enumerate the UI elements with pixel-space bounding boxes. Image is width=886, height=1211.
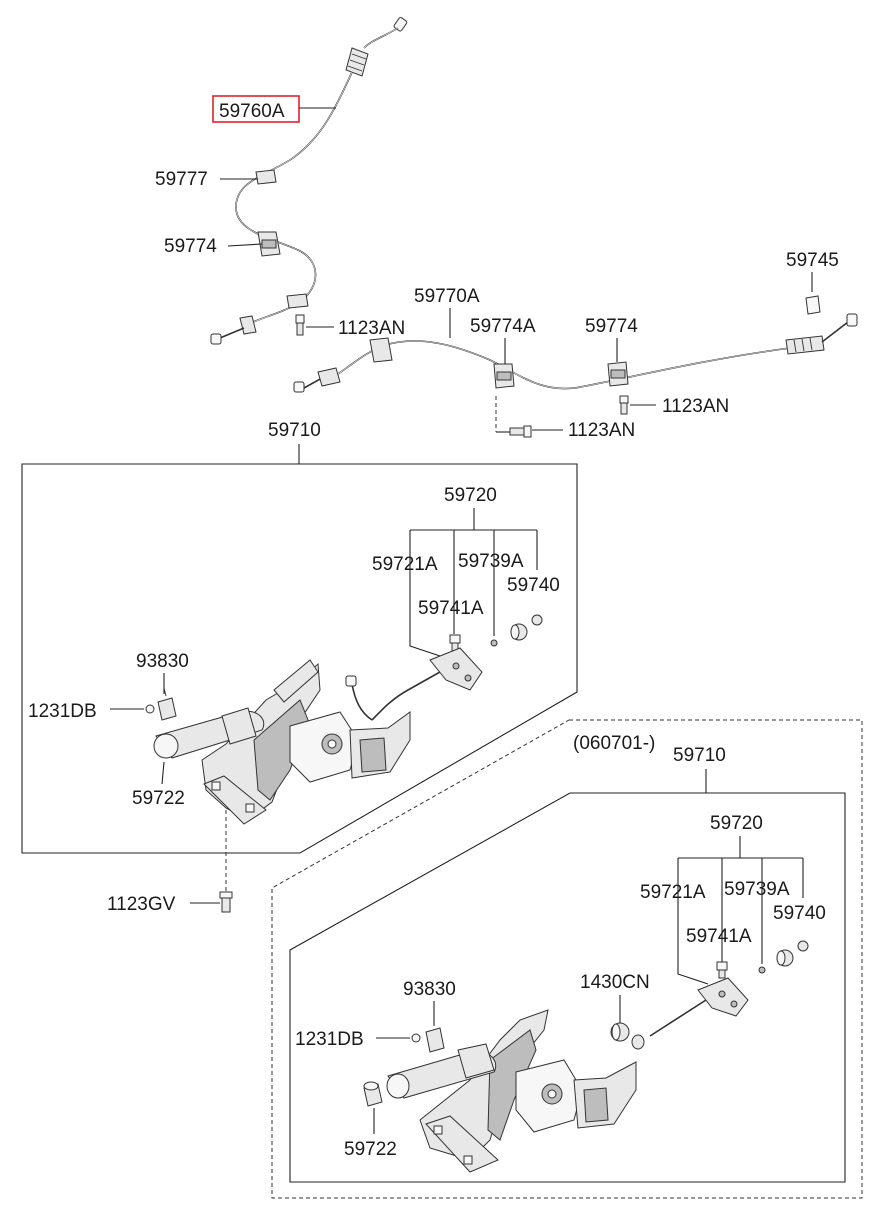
label-59745: 59745 — [786, 250, 839, 271]
svg-text:59720: 59720 — [710, 813, 763, 834]
bolt-1123GV: 1123GV — [107, 810, 233, 915]
bolt-1123AN-lower: 1123AN — [495, 396, 635, 441]
svg-text:59774: 59774 — [164, 236, 217, 257]
svg-text:93830: 93830 — [136, 651, 189, 672]
lever-assembly-box-1: 59710 59720 59721A 59739A 59740 59741A — [21, 420, 578, 854]
svg-text:59777: 59777 — [155, 169, 208, 190]
svg-text:1231DB: 1231DB — [28, 701, 97, 722]
label-59774A: 59774A — [470, 316, 536, 364]
svg-text:1123AN: 1123AN — [338, 318, 405, 339]
label-59774-upper: 59774 — [164, 236, 263, 257]
label-59774-right: 59774 — [585, 316, 638, 362]
svg-text:59720: 59720 — [444, 485, 497, 506]
svg-text:59740: 59740 — [773, 903, 826, 924]
label-59770A: 59770A — [414, 286, 480, 338]
svg-text:59774: 59774 — [585, 316, 638, 337]
label-59760A: 59760A — [212, 95, 336, 123]
svg-text:1430CN: 1430CN — [580, 972, 650, 993]
svg-text:59739A: 59739A — [458, 551, 524, 572]
svg-text:59739A: 59739A — [724, 879, 790, 900]
svg-text:59741A: 59741A — [686, 926, 752, 947]
svg-text:1123GV: 1123GV — [107, 894, 176, 915]
label-59777: 59777 — [155, 169, 258, 190]
svg-text:59740: 59740 — [507, 575, 560, 596]
svg-text:59710: 59710 — [673, 745, 726, 766]
bolt-1123AN-upper: 1123AN — [295, 314, 405, 339]
svg-text:59774A: 59774A — [470, 316, 536, 337]
svg-text:1231DB: 1231DB — [295, 1029, 364, 1050]
svg-text:59741A: 59741A — [418, 598, 484, 619]
svg-text:59745: 59745 — [786, 250, 839, 271]
svg-text:59760A: 59760A — [219, 101, 285, 122]
svg-text:1123AN: 1123AN — [568, 420, 635, 441]
rear-cable-assembly — [293, 272, 858, 393]
front-cable-assembly — [210, 17, 408, 345]
lever-assembly-box-2: (060701-) 59710 59720 59721A 59739A 5974… — [271, 719, 863, 1199]
svg-text:59770A: 59770A — [414, 286, 480, 307]
svg-text:(060701-): (060701-) — [573, 733, 655, 754]
bolt-1123AN-right: 1123AN — [619, 395, 729, 417]
svg-text:59710: 59710 — [268, 420, 321, 441]
svg-text:93830: 93830 — [403, 979, 456, 1000]
svg-text:1123AN: 1123AN — [662, 396, 729, 417]
svg-text:59721A: 59721A — [640, 882, 706, 903]
svg-text:59722: 59722 — [132, 788, 185, 809]
svg-text:59722: 59722 — [344, 1139, 397, 1160]
svg-text:59721A: 59721A — [372, 554, 438, 575]
